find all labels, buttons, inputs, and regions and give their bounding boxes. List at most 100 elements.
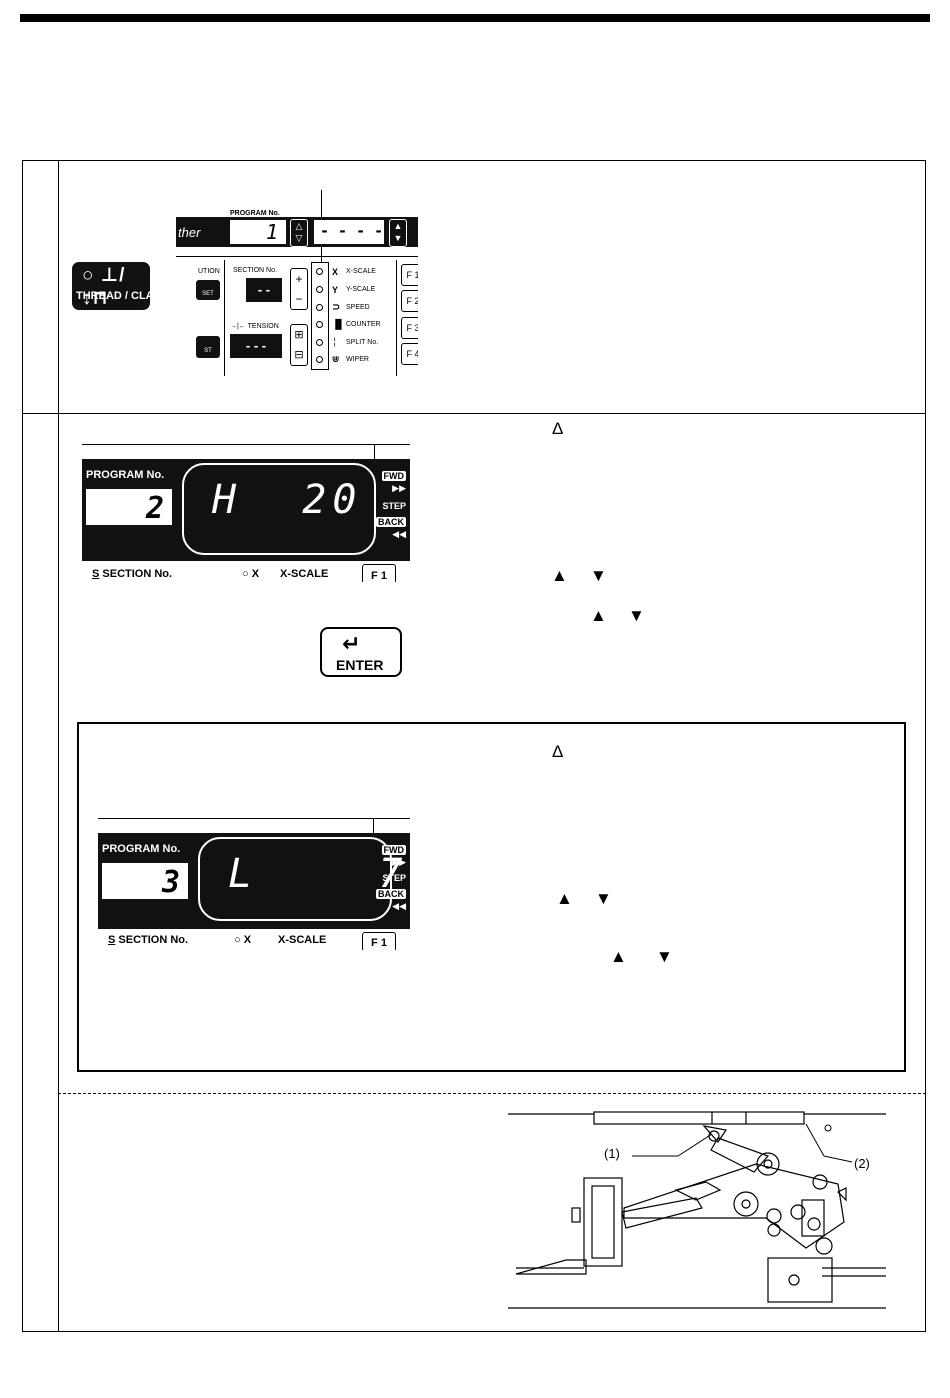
wiper-icon: ⋓: [332, 354, 340, 364]
f4-key[interactable]: F 4: [401, 343, 418, 365]
x-scale-led: ○ X: [242, 568, 260, 580]
step-label: STEP: [382, 873, 406, 883]
section-display: - -: [246, 278, 282, 302]
up-arrow-icon: ▲: [556, 889, 573, 908]
x-scale-label: X-SCALE: [280, 568, 329, 580]
led-label: COUNTER: [346, 321, 381, 328]
led-indicator: [316, 339, 323, 346]
up-arrow-icon: ▲: [590, 606, 607, 625]
blinking-display-highlight: L 7: [198, 837, 403, 921]
enter-key[interactable]: ↵ ENTER: [320, 627, 402, 677]
back-icon: ◀◀: [392, 901, 406, 911]
panel-edge: [374, 444, 375, 459]
callout-2: (2): [854, 1156, 870, 1171]
led-label: X-SCALE: [346, 268, 376, 275]
tension-value: - - -: [245, 338, 267, 353]
counter-icon: ▐▌: [332, 319, 345, 329]
tension-plus-minus-button[interactable]: ⊞⊟: [290, 324, 308, 366]
program-label: PROGRAM No.: [86, 469, 165, 481]
led-label: SPEED: [346, 304, 370, 311]
blinking-display-highlight: H 20: [182, 463, 376, 555]
up-arrow-icon: ▲: [610, 947, 627, 966]
tension-display: - - -: [230, 334, 282, 358]
thread-clamp-label: THREAD / CLAMP: [76, 290, 171, 302]
f1-key[interactable]: F 1: [362, 564, 396, 582]
program-value: 3: [161, 865, 180, 900]
delta-icon: Δ: [552, 419, 564, 438]
control-panel-figure: PROGRAM No. ther 1 △▽ - - - - ▲▼ UTION S…: [176, 190, 418, 376]
led-indicator: [316, 304, 323, 311]
display-panel: PROGRAM No. 2 H 20 FWD ▶▶ STEP BACK ◀◀: [82, 459, 410, 561]
tension-label: →|← TENSION: [230, 323, 279, 330]
section-label: S SECTION No.: [92, 568, 173, 580]
speed-icon: ⊃: [332, 302, 341, 313]
led-indicator: [316, 286, 323, 293]
x-scale-label: X-SCALE: [278, 934, 327, 946]
led-highlight-box: [311, 262, 329, 370]
section-label-text: SECTION No.: [118, 934, 189, 946]
program-value: 1: [265, 220, 278, 244]
panel-edge: [82, 444, 410, 445]
section-plus-minus-button[interactable]: +−: [290, 268, 308, 310]
enter-icon: ↵: [342, 631, 361, 656]
program-label: PROGRAM No.: [102, 843, 181, 855]
enter-label: ENTER: [336, 657, 384, 673]
display-panel: PROGRAM No. 3 L 7 FWD ▶▶ STEP BACK ◀◀: [98, 833, 410, 929]
program-display: 1: [230, 220, 286, 244]
panel-divider: [396, 260, 397, 376]
procedure-table: [22, 160, 926, 1332]
reset-key-label: SET: [202, 291, 214, 297]
display-up-down-button[interactable]: ▲▼: [389, 219, 407, 247]
program-display: 2: [86, 489, 172, 526]
display-figure-3: PROGRAM No. 3 L 7 FWD ▶▶ STEP BACK ◀◀ S …: [98, 818, 410, 950]
back-label: BACK: [376, 517, 406, 527]
down-arrow-icon: ▼: [595, 889, 612, 908]
f3-key[interactable]: F 3: [401, 317, 418, 339]
down-arrow-icon: ▼: [628, 606, 645, 625]
test-key-label: ST: [204, 348, 212, 354]
top-rule: [20, 14, 930, 22]
program-value: 2: [145, 491, 164, 526]
fwd-label: FWD: [381, 845, 406, 855]
thread-clamp-key[interactable]: ○ ⊥/↕⊓ THREAD / CLAMP: [72, 262, 170, 310]
led-label: Y-SCALE: [346, 286, 376, 293]
clamp-mechanism-drawing: [508, 1111, 886, 1309]
main-display: - - - -: [314, 220, 384, 244]
f1-key[interactable]: F 1: [401, 264, 418, 286]
display-figure-2: PROGRAM No. 2 H 20 FWD ▶▶ STEP BACK ◀◀ S…: [82, 444, 410, 582]
delta-icon: Δ: [552, 742, 564, 761]
brand-text: ther: [178, 225, 201, 240]
up-arrow-icon: ▲: [551, 566, 568, 585]
down-arrow-icon: ▼: [590, 566, 607, 585]
section-label: S SECTION No.: [108, 934, 189, 946]
back-label: BACK: [376, 889, 406, 899]
table-step-column-divider: [58, 160, 59, 1332]
split-icon: ╎: [332, 337, 338, 347]
note-box: [77, 722, 906, 1072]
segment-display-value: H 20: [212, 477, 363, 523]
program-label: PROGRAM No.: [230, 210, 280, 217]
panel-divider: [176, 256, 418, 257]
fwd-label: FWD: [381, 471, 406, 481]
program-up-down-button[interactable]: △▽: [290, 219, 308, 247]
fwd-icon: ▶▶: [392, 857, 406, 867]
panel-divider: [224, 260, 225, 376]
x-scale-led: ○ X: [234, 934, 252, 946]
callout-1: (1): [604, 1146, 620, 1161]
x-scale-icon: X: [332, 267, 339, 277]
back-icon: ◀◀: [392, 529, 406, 539]
led-indicator: [316, 268, 323, 275]
reset-key[interactable]: SET: [196, 280, 220, 300]
test-key[interactable]: ST: [196, 336, 220, 358]
section-value: - -: [257, 282, 271, 297]
led-label: WIPER: [346, 356, 369, 363]
table-row-divider: [22, 413, 926, 414]
led-indicator: [316, 321, 323, 328]
caution-label: UTION: [198, 268, 220, 275]
f1-key[interactable]: F 1: [362, 932, 396, 950]
y-scale-icon: Y: [332, 285, 339, 295]
thread-clamp-icon: ○ ⊥/↕⊓: [82, 265, 126, 309]
led-label: SPLIT No.: [346, 339, 379, 346]
f2-key[interactable]: F 2: [401, 290, 418, 312]
dashed-row-divider: [58, 1093, 926, 1094]
